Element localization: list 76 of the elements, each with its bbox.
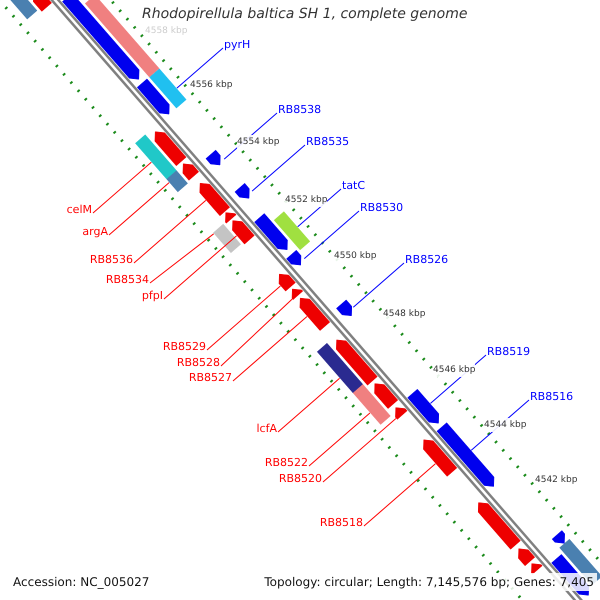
leader-line	[308, 412, 370, 466]
gene-label: RB8529	[162, 340, 206, 354]
gene-feature	[206, 150, 221, 166]
gene-feature	[136, 78, 170, 114]
leader-line	[304, 210, 360, 260]
title: Rhodopirellula baltica SH 1, complete genome	[142, 5, 468, 23]
leader-line	[176, 48, 224, 89]
scale-label: 4556 kbp	[190, 78, 232, 92]
leader-line	[278, 378, 340, 432]
gene-feature	[374, 383, 398, 409]
gene-label: lcfA	[256, 422, 277, 436]
gene-feature	[336, 340, 378, 386]
leader-line	[164, 235, 238, 300]
gene-label: celM	[66, 203, 92, 217]
gene-feature	[200, 182, 230, 216]
genome-summary: Topology: circular; Length: 7,145,576 bp; Genes: 7,405	[261, 573, 597, 591]
gene-feature	[182, 164, 199, 181]
gene-label: pfpI	[142, 289, 163, 303]
gene-label: argA	[82, 225, 108, 239]
gene-feature	[149, 68, 186, 108]
gene-feature	[62, 0, 140, 80]
leader-line	[364, 463, 436, 526]
leader-line	[150, 233, 214, 284]
scale-label: 4542 kbp	[535, 473, 578, 487]
gene-feature	[135, 134, 177, 180]
leader-line	[134, 200, 206, 264]
gene-feature	[352, 384, 391, 425]
gene-feature	[292, 288, 304, 300]
gene-feature	[154, 131, 186, 166]
gene-label: RB8522	[264, 456, 308, 470]
gene-label: RB8536	[90, 253, 133, 267]
gene-label: tatC	[342, 179, 366, 193]
scale-label: 4554 kbp	[237, 135, 280, 149]
leader-line	[220, 298, 292, 366]
gene-feature	[33, 0, 52, 12]
gene-feature	[552, 530, 565, 544]
gene-feature	[407, 388, 440, 424]
gene-label: RB8528	[176, 356, 220, 370]
gene-feature	[336, 300, 352, 316]
gene-feature	[316, 342, 364, 394]
gene-feature	[518, 548, 536, 566]
leader-line	[232, 316, 308, 382]
gene-label: pyrH	[224, 38, 250, 52]
gene-label: RB8516	[530, 390, 574, 404]
gene-label: RB8534	[106, 273, 149, 287]
scale-label: 4544 kbp	[484, 418, 526, 432]
leader-line	[92, 162, 152, 214]
scale-label: 4550 kbp	[334, 249, 376, 263]
gene-feature	[423, 440, 458, 477]
leader-line	[297, 188, 342, 228]
gene-label: RB8518	[320, 516, 363, 530]
scale-label: 4552 kbp	[285, 193, 328, 207]
gene-label: RB8535	[306, 135, 350, 149]
gene-feature	[166, 170, 188, 192]
leader-line	[206, 286, 281, 350]
leader-line	[252, 144, 306, 192]
gene-label: RB8530	[360, 201, 404, 215]
gene-feature	[286, 250, 302, 266]
gene-feature	[274, 211, 310, 250]
gene-feature	[531, 563, 542, 575]
gene-label: RB8520	[278, 472, 322, 486]
gene-label: RB8527	[188, 371, 232, 385]
gene-feature	[234, 183, 250, 199]
gene-feature	[300, 298, 330, 331]
gene-feature	[478, 502, 521, 550]
scale-label: 4548 kbp	[383, 307, 426, 321]
gene-feature	[213, 224, 241, 254]
gene-label: RB8519	[487, 345, 530, 359]
leader-line	[352, 262, 404, 308]
scale-label: 4546 kbp	[433, 363, 476, 377]
gene-label: RB8526	[405, 253, 448, 267]
leader-line	[322, 418, 396, 482]
gene-label: RB8538	[278, 103, 322, 117]
gene-feature	[278, 274, 296, 292]
gene-feature	[254, 213, 288, 250]
leader-line	[108, 182, 170, 236]
